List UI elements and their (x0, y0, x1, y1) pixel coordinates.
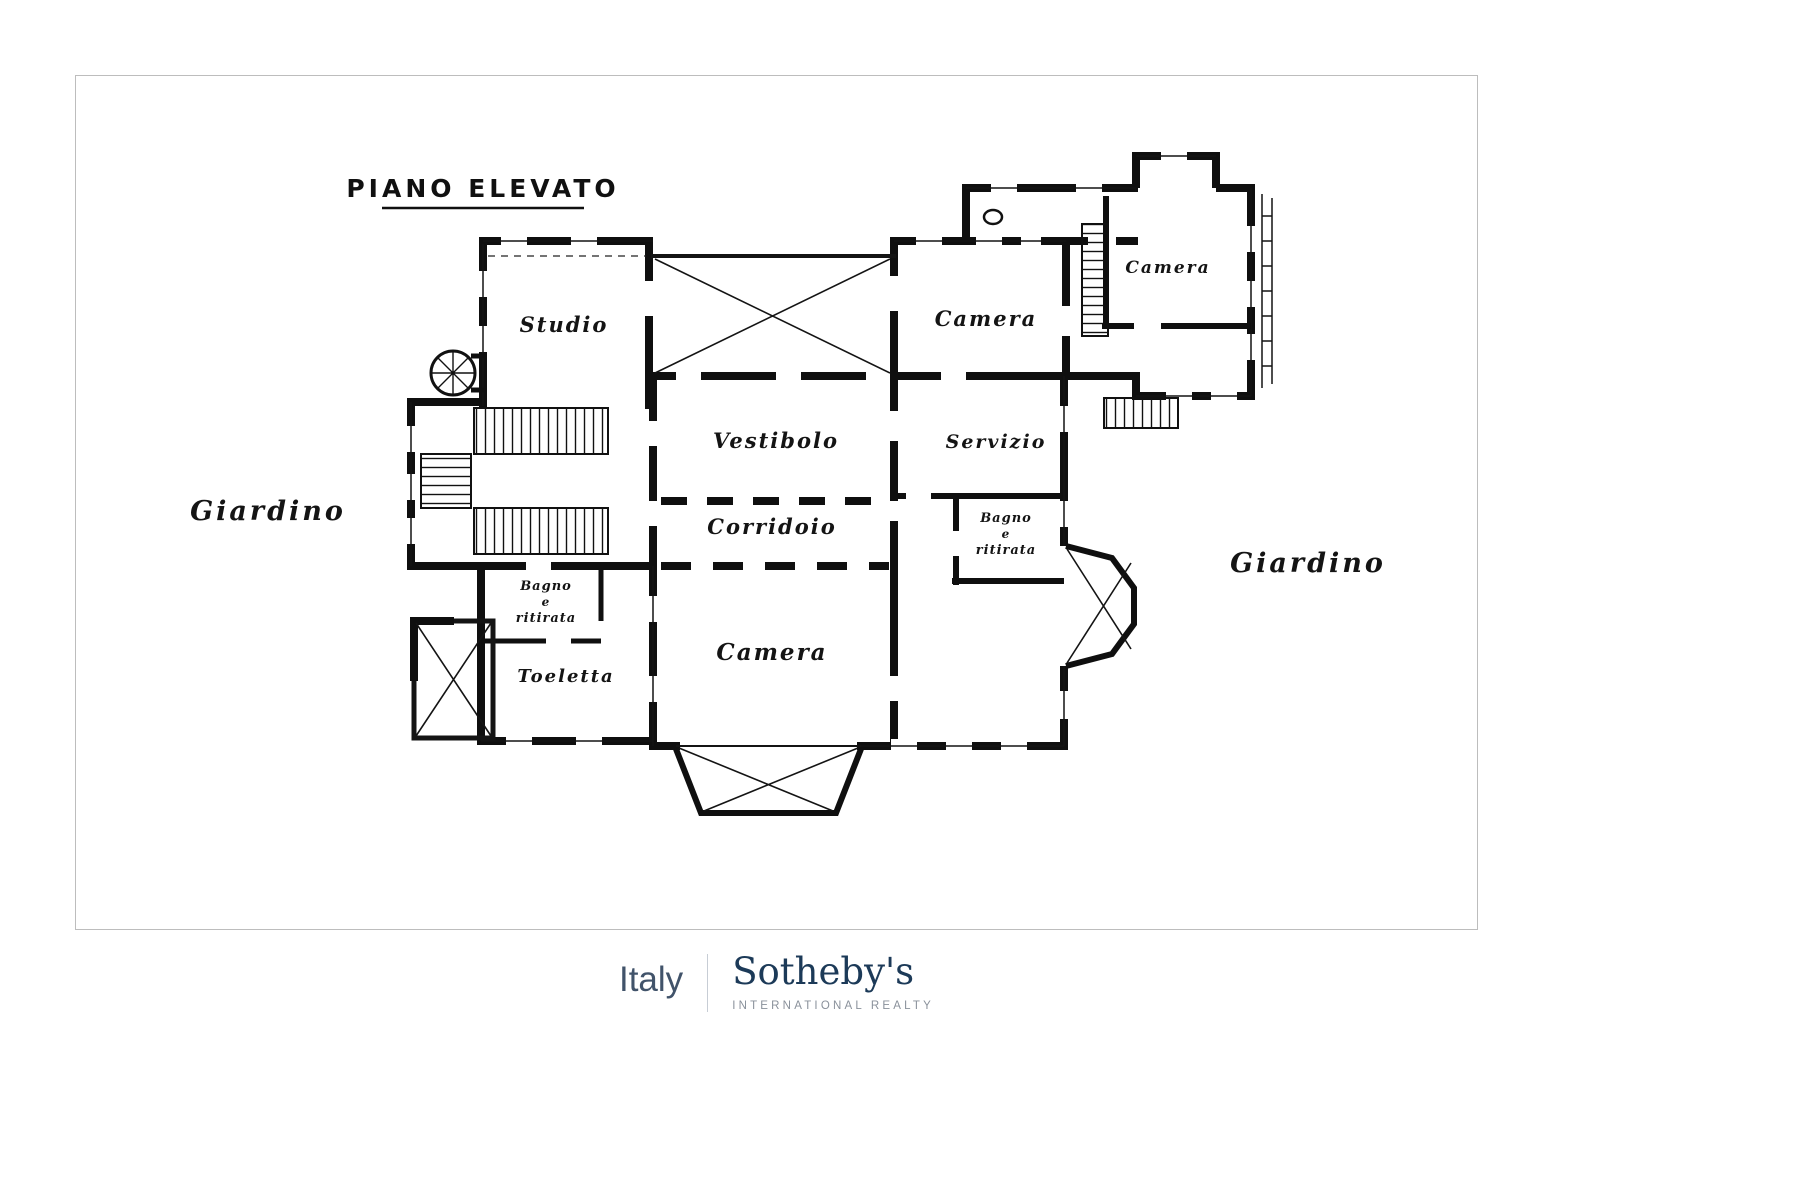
brand-country: Italy (618, 960, 684, 999)
spiral-stair (429, 349, 477, 397)
window-lines (410, 155, 1252, 747)
brand-name: Sotheby's (732, 950, 915, 993)
label-giardino-left: Giardino (190, 496, 346, 527)
bay-right (1065, 543, 1137, 669)
label-studio: Studio (520, 312, 609, 337)
label-bagno-left-3: ritirata (516, 611, 576, 626)
label-bagno-left-2: e (542, 595, 551, 609)
label-servizio: Servizio (946, 431, 1047, 453)
walls-small (471, 353, 604, 644)
brand-block: Sotheby's INTERNATIONAL REALTY (732, 950, 934, 1012)
floor-plan-svg: PIANO ELEVATO Studio Vestibolo Corridoio… (190, 149, 1386, 816)
label-bagno-right-1: Bagno (979, 511, 1032, 526)
window-gaps (404, 149, 1257, 752)
brand-row: Italy Sotheby's INTERNATIONAL REALTY (618, 950, 934, 1012)
terrace-top (651, 254, 896, 374)
label-corridoio: Corridoio (707, 514, 837, 539)
plan-title-group: PIANO ELEVATO (346, 174, 619, 210)
label-camera-main: Camera (716, 639, 827, 666)
label-camera-annex: Camera (1125, 258, 1210, 278)
plan-frame: PIANO ELEVATO Studio Vestibolo Corridoio… (75, 75, 1478, 930)
staircases (420, 223, 1179, 555)
balcony-left (410, 617, 496, 741)
plan-title: PIANO ELEVATO (346, 174, 619, 203)
room-labels: Studio Vestibolo Corridoio Camera Camera… (190, 258, 1386, 687)
brand-divider (707, 954, 709, 1012)
brand-tagline: INTERNATIONAL REALTY (732, 999, 934, 1012)
label-giardino-right: Giardino (1230, 548, 1386, 579)
label-bagno-right-3: ritirata (976, 543, 1036, 558)
walls-partitions (890, 196, 1251, 585)
label-bagno-right-2: e (1002, 527, 1011, 541)
porch-rail (1261, 194, 1273, 388)
brand-footer: Italy Sotheby's INTERNATIONAL REALTY (0, 950, 1553, 1012)
label-vestibolo: Vestibolo (713, 428, 839, 453)
label-bagno-left-1: Bagno (519, 579, 572, 594)
colonnade-dividers (661, 497, 889, 570)
fixture-oval (982, 208, 1004, 226)
bay-bottom (673, 745, 864, 816)
label-camera-right: Camera (935, 306, 1038, 331)
label-toeletta: Toeletta (517, 666, 614, 687)
